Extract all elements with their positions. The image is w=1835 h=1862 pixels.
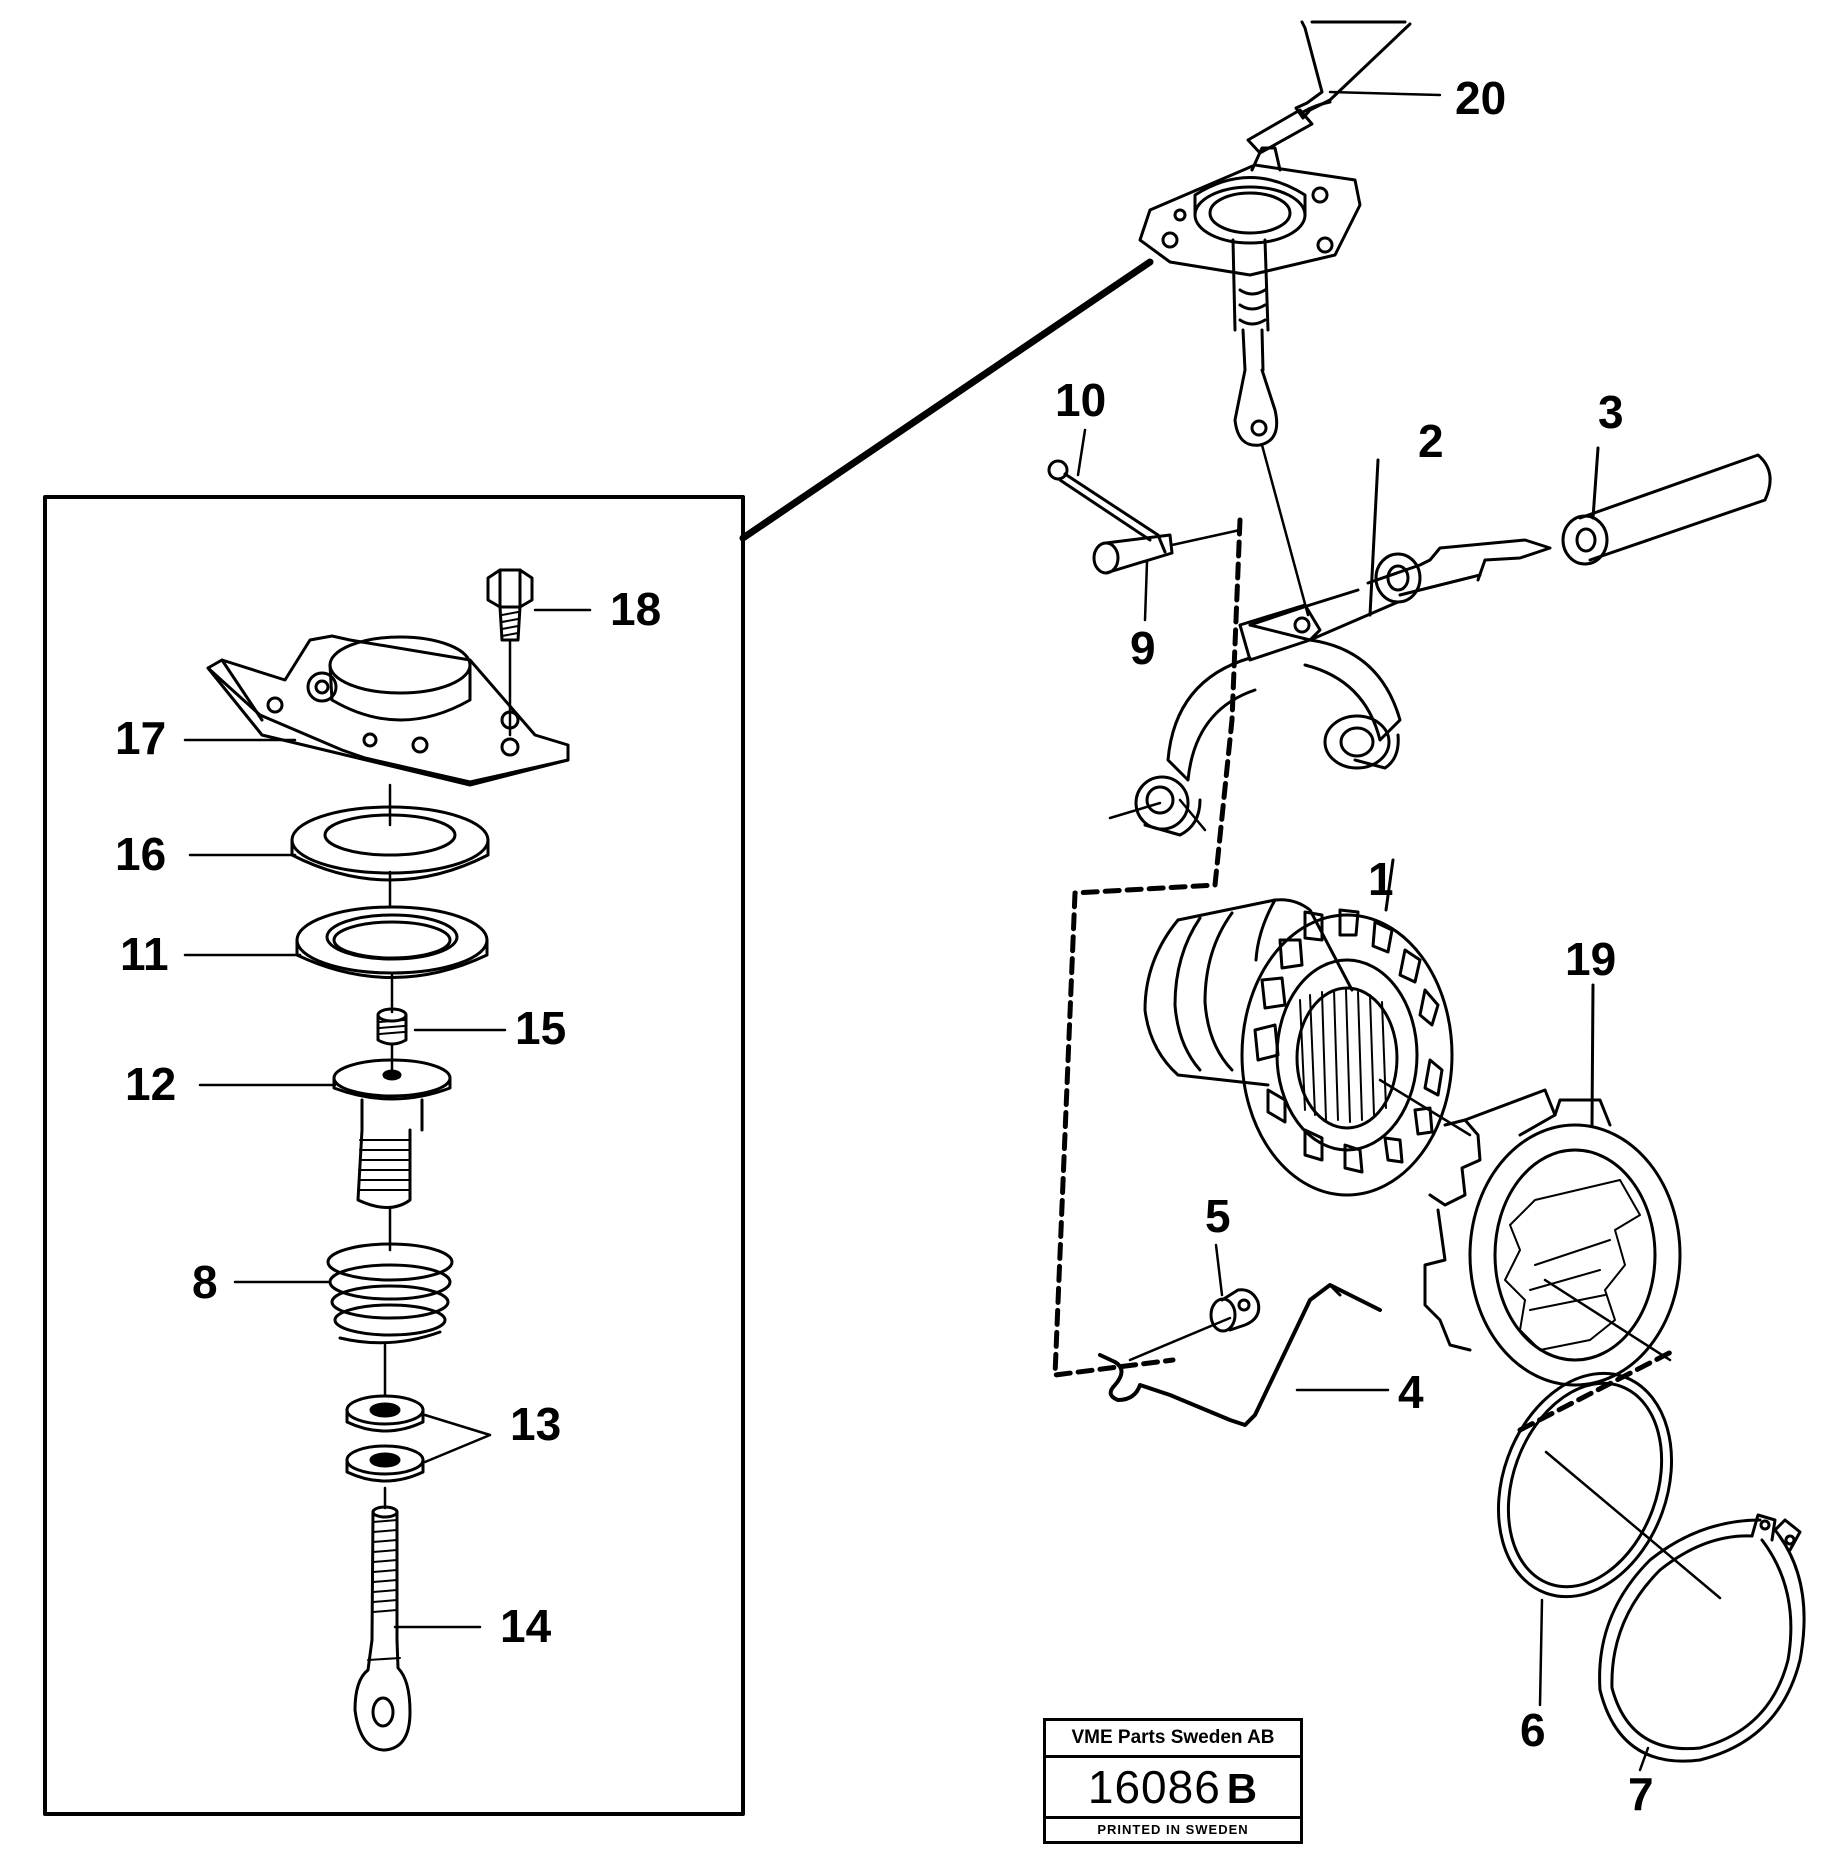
stamp-number-suffix: B: [1226, 1765, 1259, 1812]
label-part-10: 10: [1055, 374, 1106, 426]
label-part-13: 13: [510, 1398, 561, 1450]
shift-rod-part-3: [1561, 453, 1772, 566]
assembly-dashed-path-left: [1052, 517, 1243, 1378]
washers-part-13: [345, 1394, 492, 1510]
stamp-company-name: VME Parts Sweden AB: [1046, 1721, 1300, 1758]
coil-spring-part-8: [326, 1242, 454, 1397]
label-part-8: 8: [192, 1256, 218, 1308]
pin-part-9: [1092, 528, 1242, 575]
label-part-2: 2: [1418, 415, 1444, 467]
label-part-20: 20: [1455, 72, 1506, 124]
label-part-15: 15: [515, 1002, 566, 1054]
label-part-9: 9: [1130, 622, 1156, 674]
label-part-1: 1: [1368, 853, 1394, 905]
label-part-14: 14: [500, 1600, 552, 1652]
label-part-18: 18: [610, 583, 661, 635]
label-part-6: 6: [1520, 1704, 1546, 1756]
label-part-4: 4: [1398, 1366, 1424, 1418]
label-part-17: 17: [115, 712, 166, 764]
label-part-5: 5: [1205, 1190, 1231, 1242]
split-pin-part-10: [1047, 459, 1160, 542]
leader-lines: [183, 428, 1650, 1772]
cover-plate-part-17: [206, 634, 570, 827]
shift-fork: [1108, 603, 1402, 837]
assembly-dashed-path-lower: [1517, 1347, 1678, 1433]
label-part-7: 7: [1628, 1768, 1654, 1820]
snap-ring-part-6: [1496, 1371, 1722, 1600]
cap-part-16: [290, 805, 490, 907]
spring-wire-part-4: [1098, 1283, 1382, 1427]
cable-part-20: [1246, 20, 1442, 155]
sliding-sleeve-part-1: [1143, 898, 1472, 1197]
seal-ring-part-11: [295, 905, 489, 1014]
eye-rod-part-14: [353, 1505, 412, 1752]
label-part-19: 19: [1565, 933, 1616, 985]
stamp-footer: PRINTED IN SWEDEN: [1046, 1816, 1300, 1841]
label-part-11: 11: [120, 928, 169, 980]
shift-cylinder-assembly: [1138, 146, 1362, 617]
label-part-3: 3: [1598, 386, 1624, 438]
clutch-hub-part-19: [1423, 1088, 1682, 1387]
detail-inset-frame: [43, 495, 745, 1816]
plug-part-15: [376, 1007, 408, 1072]
bolt-part-18: [486, 568, 534, 737]
stamp-number-main: 16086: [1087, 1761, 1221, 1813]
label-part-12: 12: [125, 1058, 176, 1110]
label-part-16: 16: [115, 828, 166, 880]
circlip-part-7: [1598, 1513, 1806, 1763]
detent-part-5: [1128, 1288, 1261, 1362]
piston-part-12: [332, 1058, 452, 1252]
inset-connector-line: [739, 258, 1154, 542]
part-number-labels: 20 10 3 2 9 1 19 5 4 6 7 18 17 16 11 15 …: [115, 72, 1654, 1820]
